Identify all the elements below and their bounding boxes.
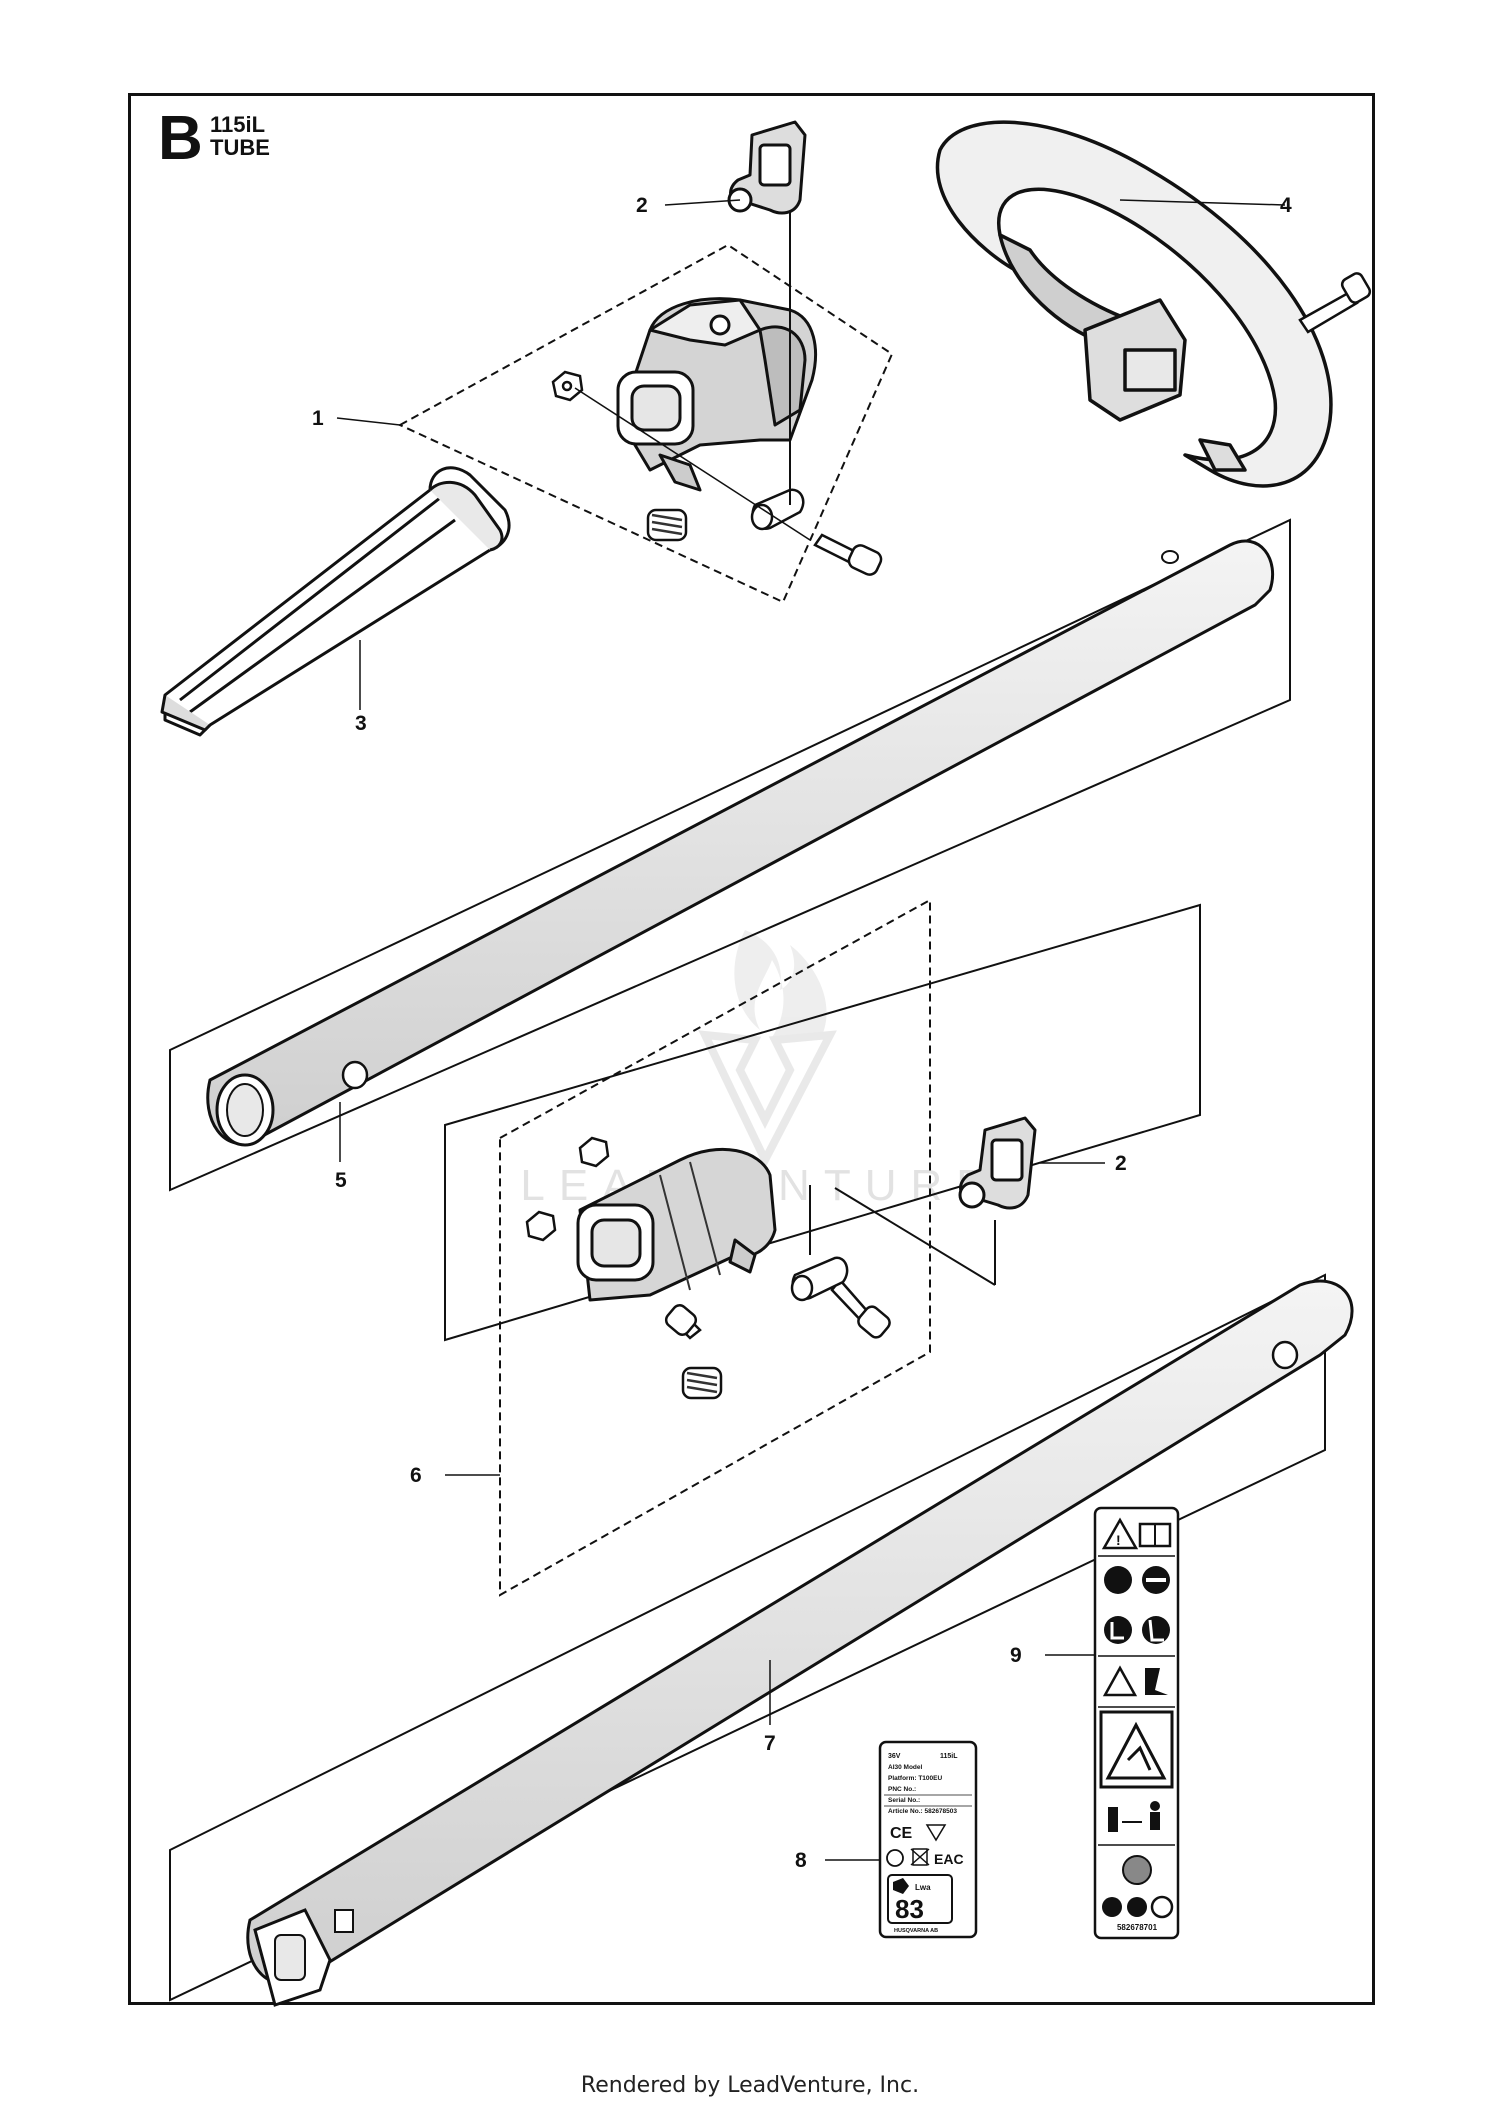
callout-2-lower: 2 xyxy=(1115,1152,1127,1175)
callout-1: 1 xyxy=(312,407,324,430)
rating-label: 36V 115iL AI30 Model Platform: T100EU PN… xyxy=(878,1740,978,1939)
callout-3: 3 xyxy=(355,712,367,735)
label-model: 115iL xyxy=(940,1753,958,1760)
callout-7: 7 xyxy=(764,1732,776,1755)
decal-part-number: 582678701 xyxy=(1117,1923,1158,1932)
saw-blade-prohibited-icon xyxy=(1127,1897,1147,1917)
distance-icon xyxy=(1145,1668,1168,1695)
ce-mark: CE xyxy=(890,1825,913,1842)
lower-clamp-assembly xyxy=(444,898,1201,1597)
label-line4: PNC No.: xyxy=(888,1786,916,1793)
callout-4: 4 xyxy=(1280,194,1292,217)
thrown-objects-icon xyxy=(1099,1710,1174,1789)
blade-prohibited-icon xyxy=(1102,1897,1122,1917)
eac-mark: EAC xyxy=(934,1851,964,1867)
loop-handle xyxy=(935,120,1333,488)
leader-lines xyxy=(336,199,1286,1861)
grip-insert xyxy=(160,466,511,737)
label-line5: Serial No.: xyxy=(888,1797,920,1804)
handle-bolt xyxy=(1298,272,1372,334)
callout-6: 6 xyxy=(410,1464,422,1487)
upper-clamp-assembly xyxy=(397,170,894,604)
callout-9: 9 xyxy=(1010,1644,1022,1667)
sound-value: 83 xyxy=(895,1894,924,1924)
svg-text:!: ! xyxy=(1116,1532,1121,1548)
hazard-icon xyxy=(1102,1665,1138,1697)
section-letter: B xyxy=(158,104,203,173)
sound-power-icon xyxy=(893,1878,909,1894)
safe-distance-icon xyxy=(1108,1801,1160,1832)
callout-numbers: 1 2 2 3 4 5 6 7 8 9 xyxy=(312,194,1292,1872)
warning-manual-icons: ! xyxy=(1101,1517,1172,1550)
lower-tube-shaft xyxy=(169,1273,1354,2007)
callout-8: 8 xyxy=(795,1849,807,1872)
upper-tube-shaft xyxy=(169,518,1291,1192)
trimmer-head-icon xyxy=(1122,1855,1152,1885)
safety-decal: ! 582678701 xyxy=(1093,1506,1180,1940)
callout-5: 5 xyxy=(335,1169,347,1192)
recycle-icon xyxy=(886,1849,904,1867)
metal-blade-prohibited-icon xyxy=(1150,1895,1174,1919)
bin-icon xyxy=(912,1848,928,1866)
label-line2: AI30 Model xyxy=(888,1764,923,1771)
label-line3: Platform: T100EU xyxy=(888,1775,942,1782)
callout-2-upper: 2 xyxy=(636,194,648,217)
section-name: TUBE xyxy=(210,135,270,161)
label-voltage: 36V xyxy=(888,1753,901,1760)
sound-unit: Lwa xyxy=(915,1883,931,1892)
section-title: 115iL TUBE xyxy=(210,113,270,159)
warning-icon xyxy=(925,1824,947,1842)
diagram-frame xyxy=(128,93,1375,2005)
gloves-icon xyxy=(1104,1616,1132,1644)
label-line6: Article No.: 582678503 xyxy=(888,1808,957,1815)
label-footer: HUSQVARNA AB xyxy=(894,1928,938,1934)
lock-lever-upper xyxy=(727,120,807,215)
model-name: 115iL xyxy=(210,112,266,137)
no-bystanders-icon xyxy=(1104,1566,1132,1594)
render-credit: Rendered by LeadVenture, Inc. xyxy=(580,2073,920,2098)
lock-lever-lower xyxy=(958,1116,1037,1210)
